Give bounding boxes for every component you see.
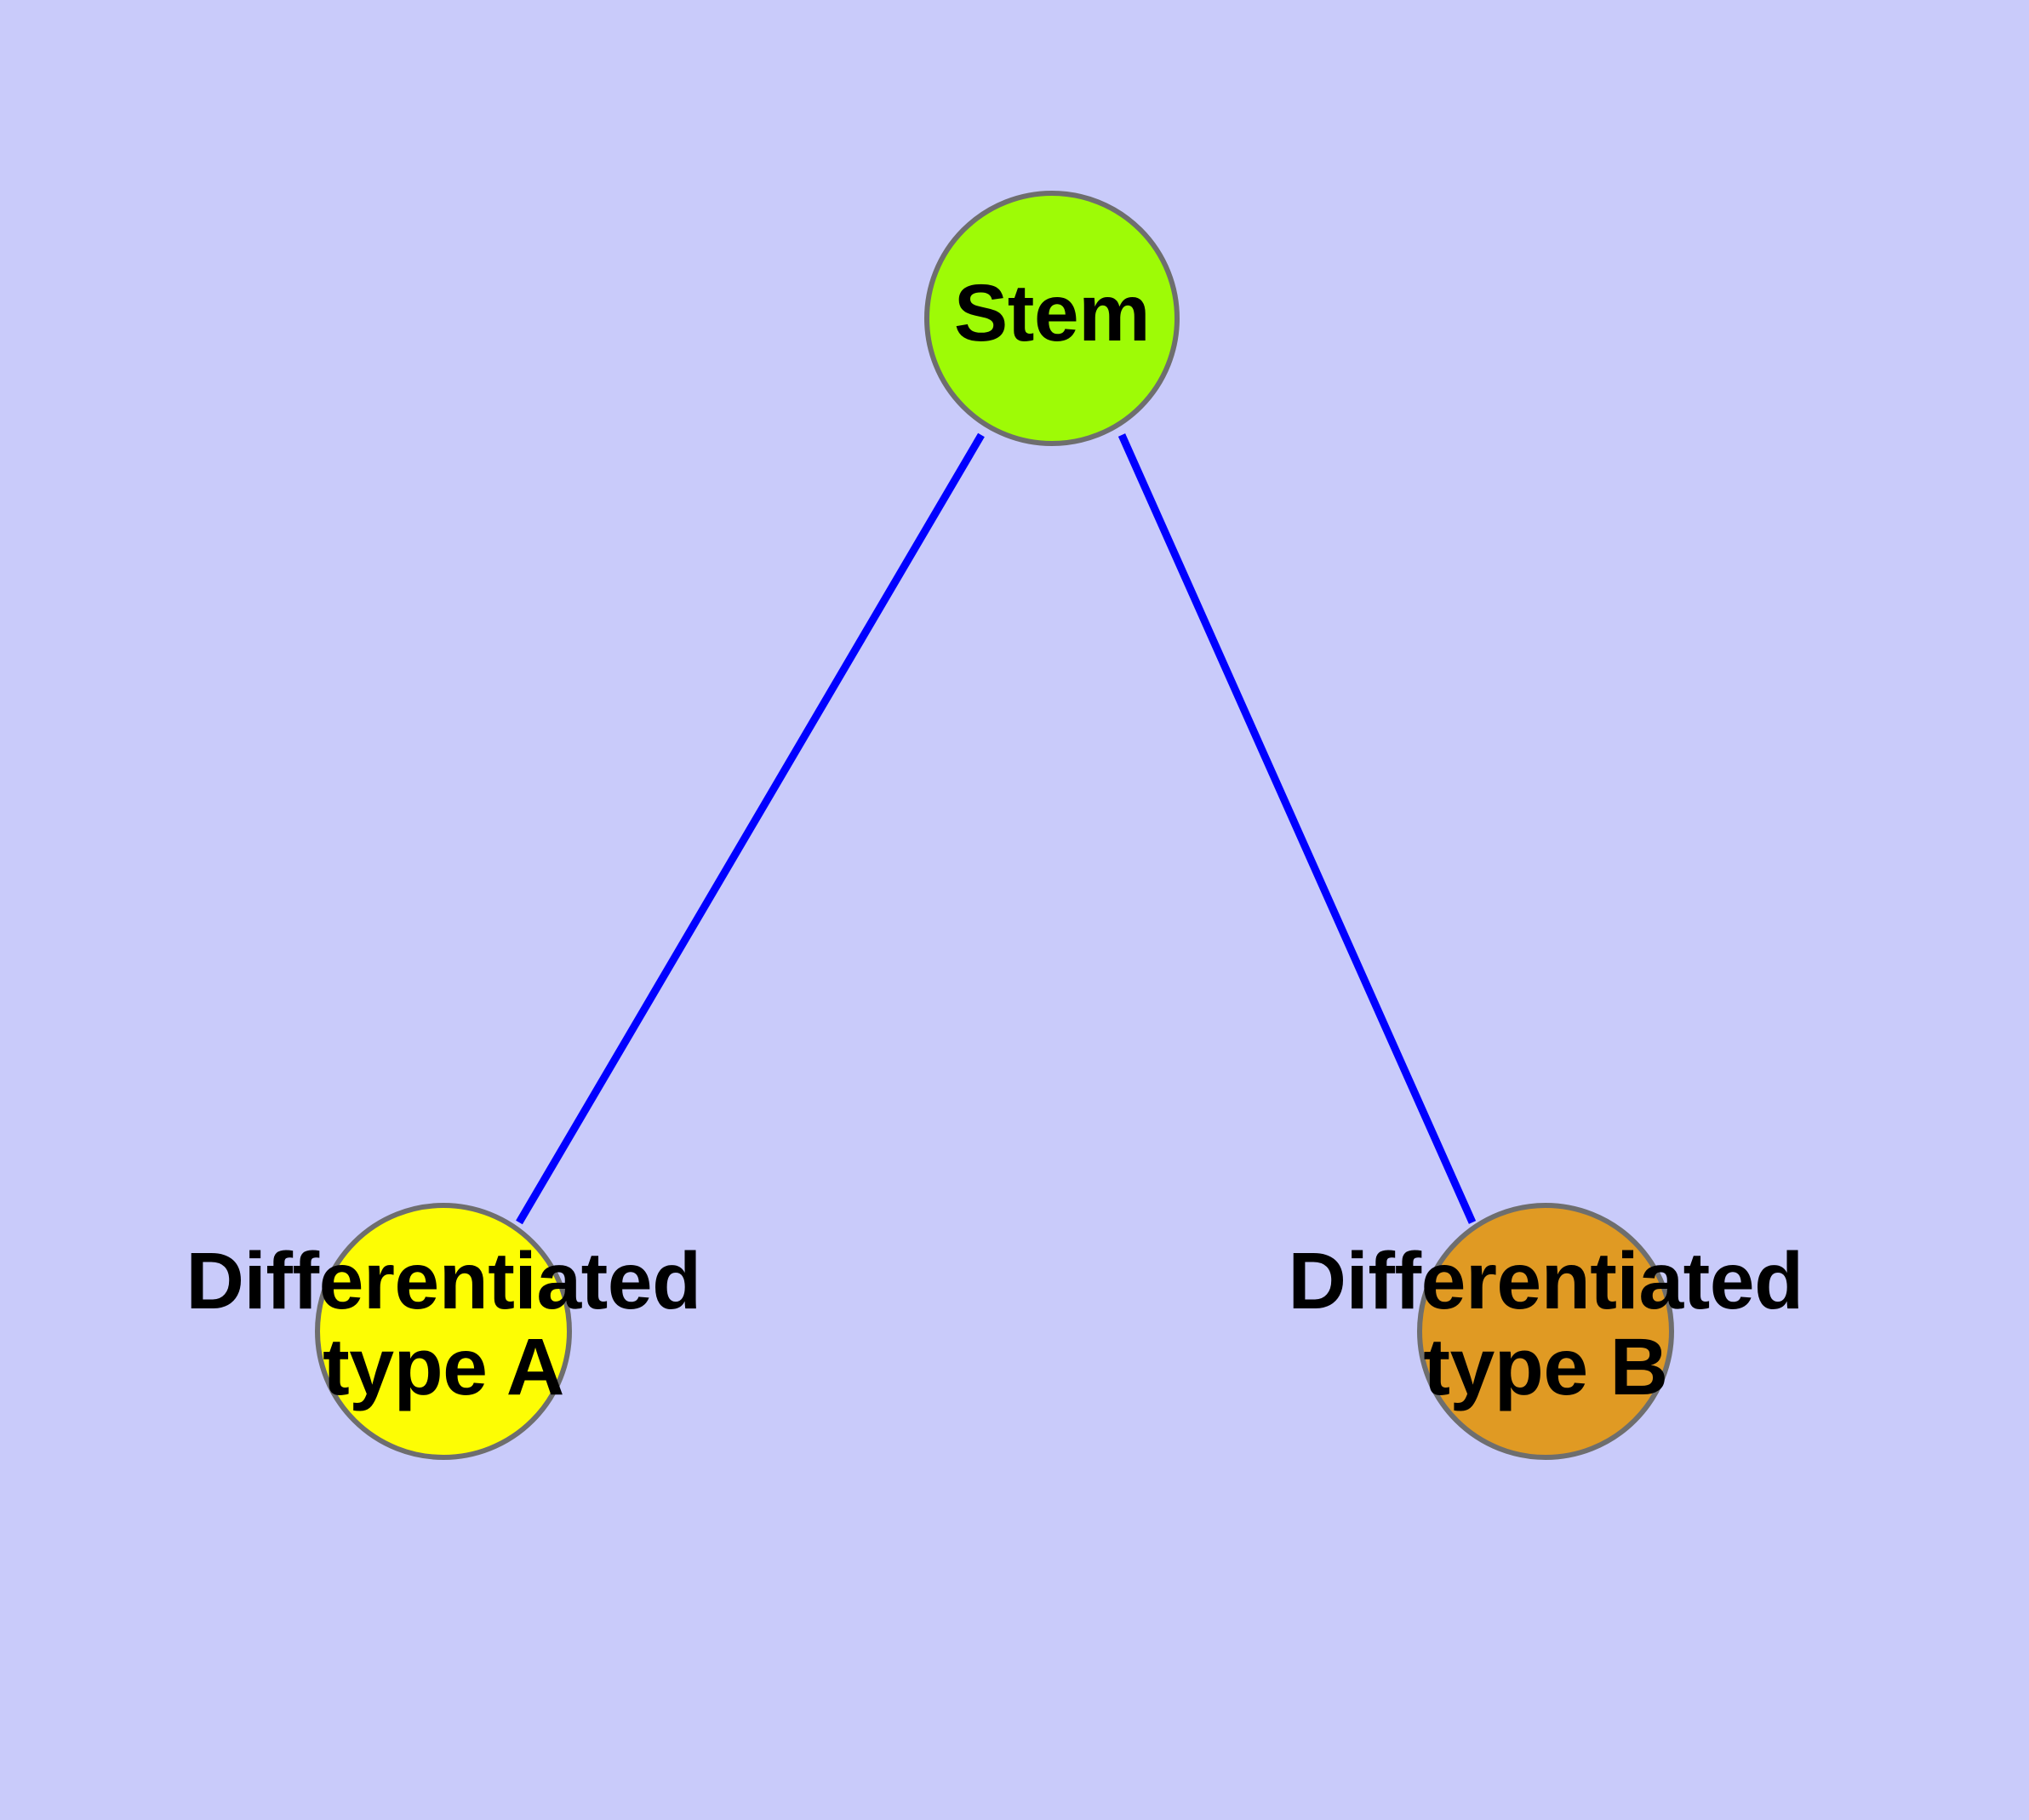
node-differentiated-type-a[interactable]	[315, 1203, 572, 1460]
edge-stem-to-differentiated-type-b[interactable]	[1117, 433, 1477, 1224]
node-stem[interactable]	[924, 191, 1180, 446]
edge-stem-to-differentiated-type-a[interactable]	[516, 432, 985, 1225]
node-differentiated-type-b[interactable]	[1417, 1203, 1674, 1460]
